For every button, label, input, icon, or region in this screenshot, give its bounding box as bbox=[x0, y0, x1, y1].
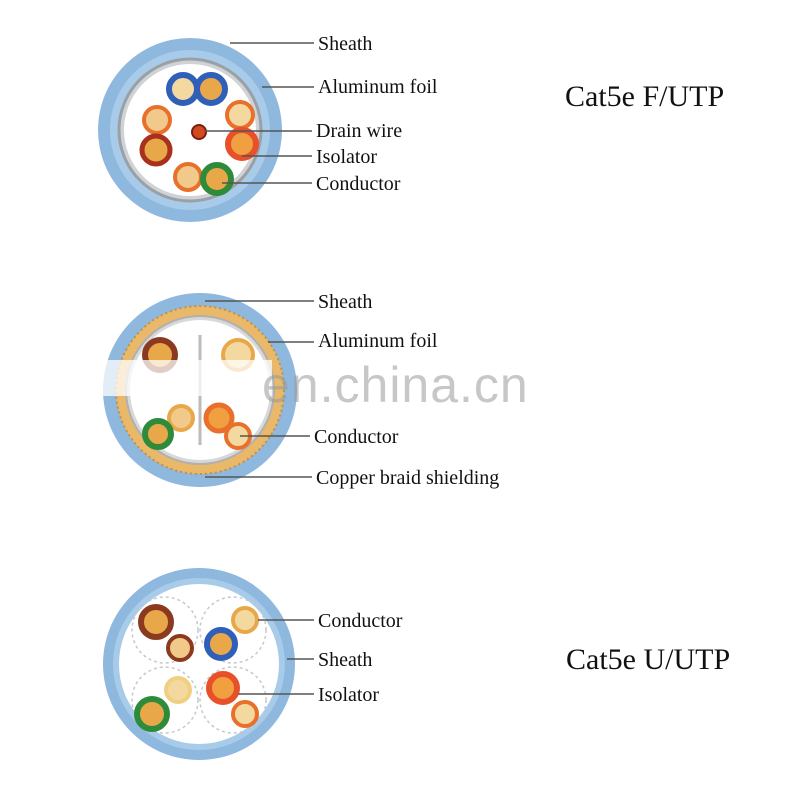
ftp-label-conductor: Conductor bbox=[316, 173, 401, 195]
ftp-title: Cat5e F/UTP bbox=[565, 80, 725, 113]
ftp-wire-green bbox=[200, 162, 234, 196]
utp-label-isolator: Isolator bbox=[318, 684, 380, 706]
utp-wire-brown-white bbox=[166, 634, 194, 662]
utp-leader-lines bbox=[238, 619, 314, 695]
utp-label-sheath: Sheath bbox=[318, 649, 373, 671]
braid-label-sheath: Sheath bbox=[318, 291, 373, 313]
ftp-wire-orange-white bbox=[142, 105, 172, 135]
braid-leader-lines bbox=[205, 300, 314, 478]
utp-pair-outline bbox=[199, 666, 267, 734]
ftp-wire-brown bbox=[139, 133, 173, 167]
utp-wire-green bbox=[134, 696, 170, 732]
utp-pair-outline bbox=[131, 596, 199, 664]
ftp-label-sheath: Sheath bbox=[318, 33, 373, 55]
ftp-cable-cross-section bbox=[98, 38, 282, 222]
braid-wire-green bbox=[142, 418, 174, 450]
ftp-leader-lines bbox=[205, 42, 314, 184]
utp-cable-cross-section bbox=[103, 568, 295, 760]
ftp-label-aluminum-foil: Aluminum foil bbox=[318, 76, 438, 98]
watermark: en.china.cn bbox=[262, 357, 529, 413]
ftp-wire-green-white bbox=[173, 162, 203, 192]
ftp-drain-wire bbox=[191, 124, 207, 140]
ftp-label-isolator: Isolator bbox=[316, 146, 378, 168]
braid-texture bbox=[115, 305, 285, 475]
utp-wire-blue-white bbox=[231, 606, 259, 634]
utp-wire-orange bbox=[206, 671, 240, 705]
braid-label-copper-braid: Copper braid shielding bbox=[316, 467, 500, 489]
utp-wire-green-white bbox=[164, 676, 192, 704]
braid-wire-white-2 bbox=[167, 404, 195, 432]
utp-wire-orange-white bbox=[231, 700, 259, 728]
ftp-wire-orange bbox=[225, 127, 259, 161]
ftp-wire-blue-white bbox=[166, 72, 200, 106]
utp-pair-outline bbox=[199, 596, 267, 664]
braid-wire-orange bbox=[203, 402, 235, 434]
braid-label-aluminum-foil: Aluminum foil bbox=[318, 330, 438, 352]
ftp-label-drain-wire: Drain wire bbox=[316, 120, 403, 142]
utp-wire-blue bbox=[204, 627, 238, 661]
utp-label-conductor: Conductor bbox=[318, 610, 403, 632]
ftp-wire-orange-white-2 bbox=[225, 100, 255, 130]
watermark-band bbox=[92, 360, 272, 396]
utp-title: Cat5e U/UTP bbox=[566, 643, 731, 676]
utp-wire-brown bbox=[138, 604, 174, 640]
braid-label-conductor: Conductor bbox=[314, 426, 399, 448]
utp-pair-outline bbox=[131, 666, 199, 734]
ftp-wire-blue bbox=[194, 72, 228, 106]
